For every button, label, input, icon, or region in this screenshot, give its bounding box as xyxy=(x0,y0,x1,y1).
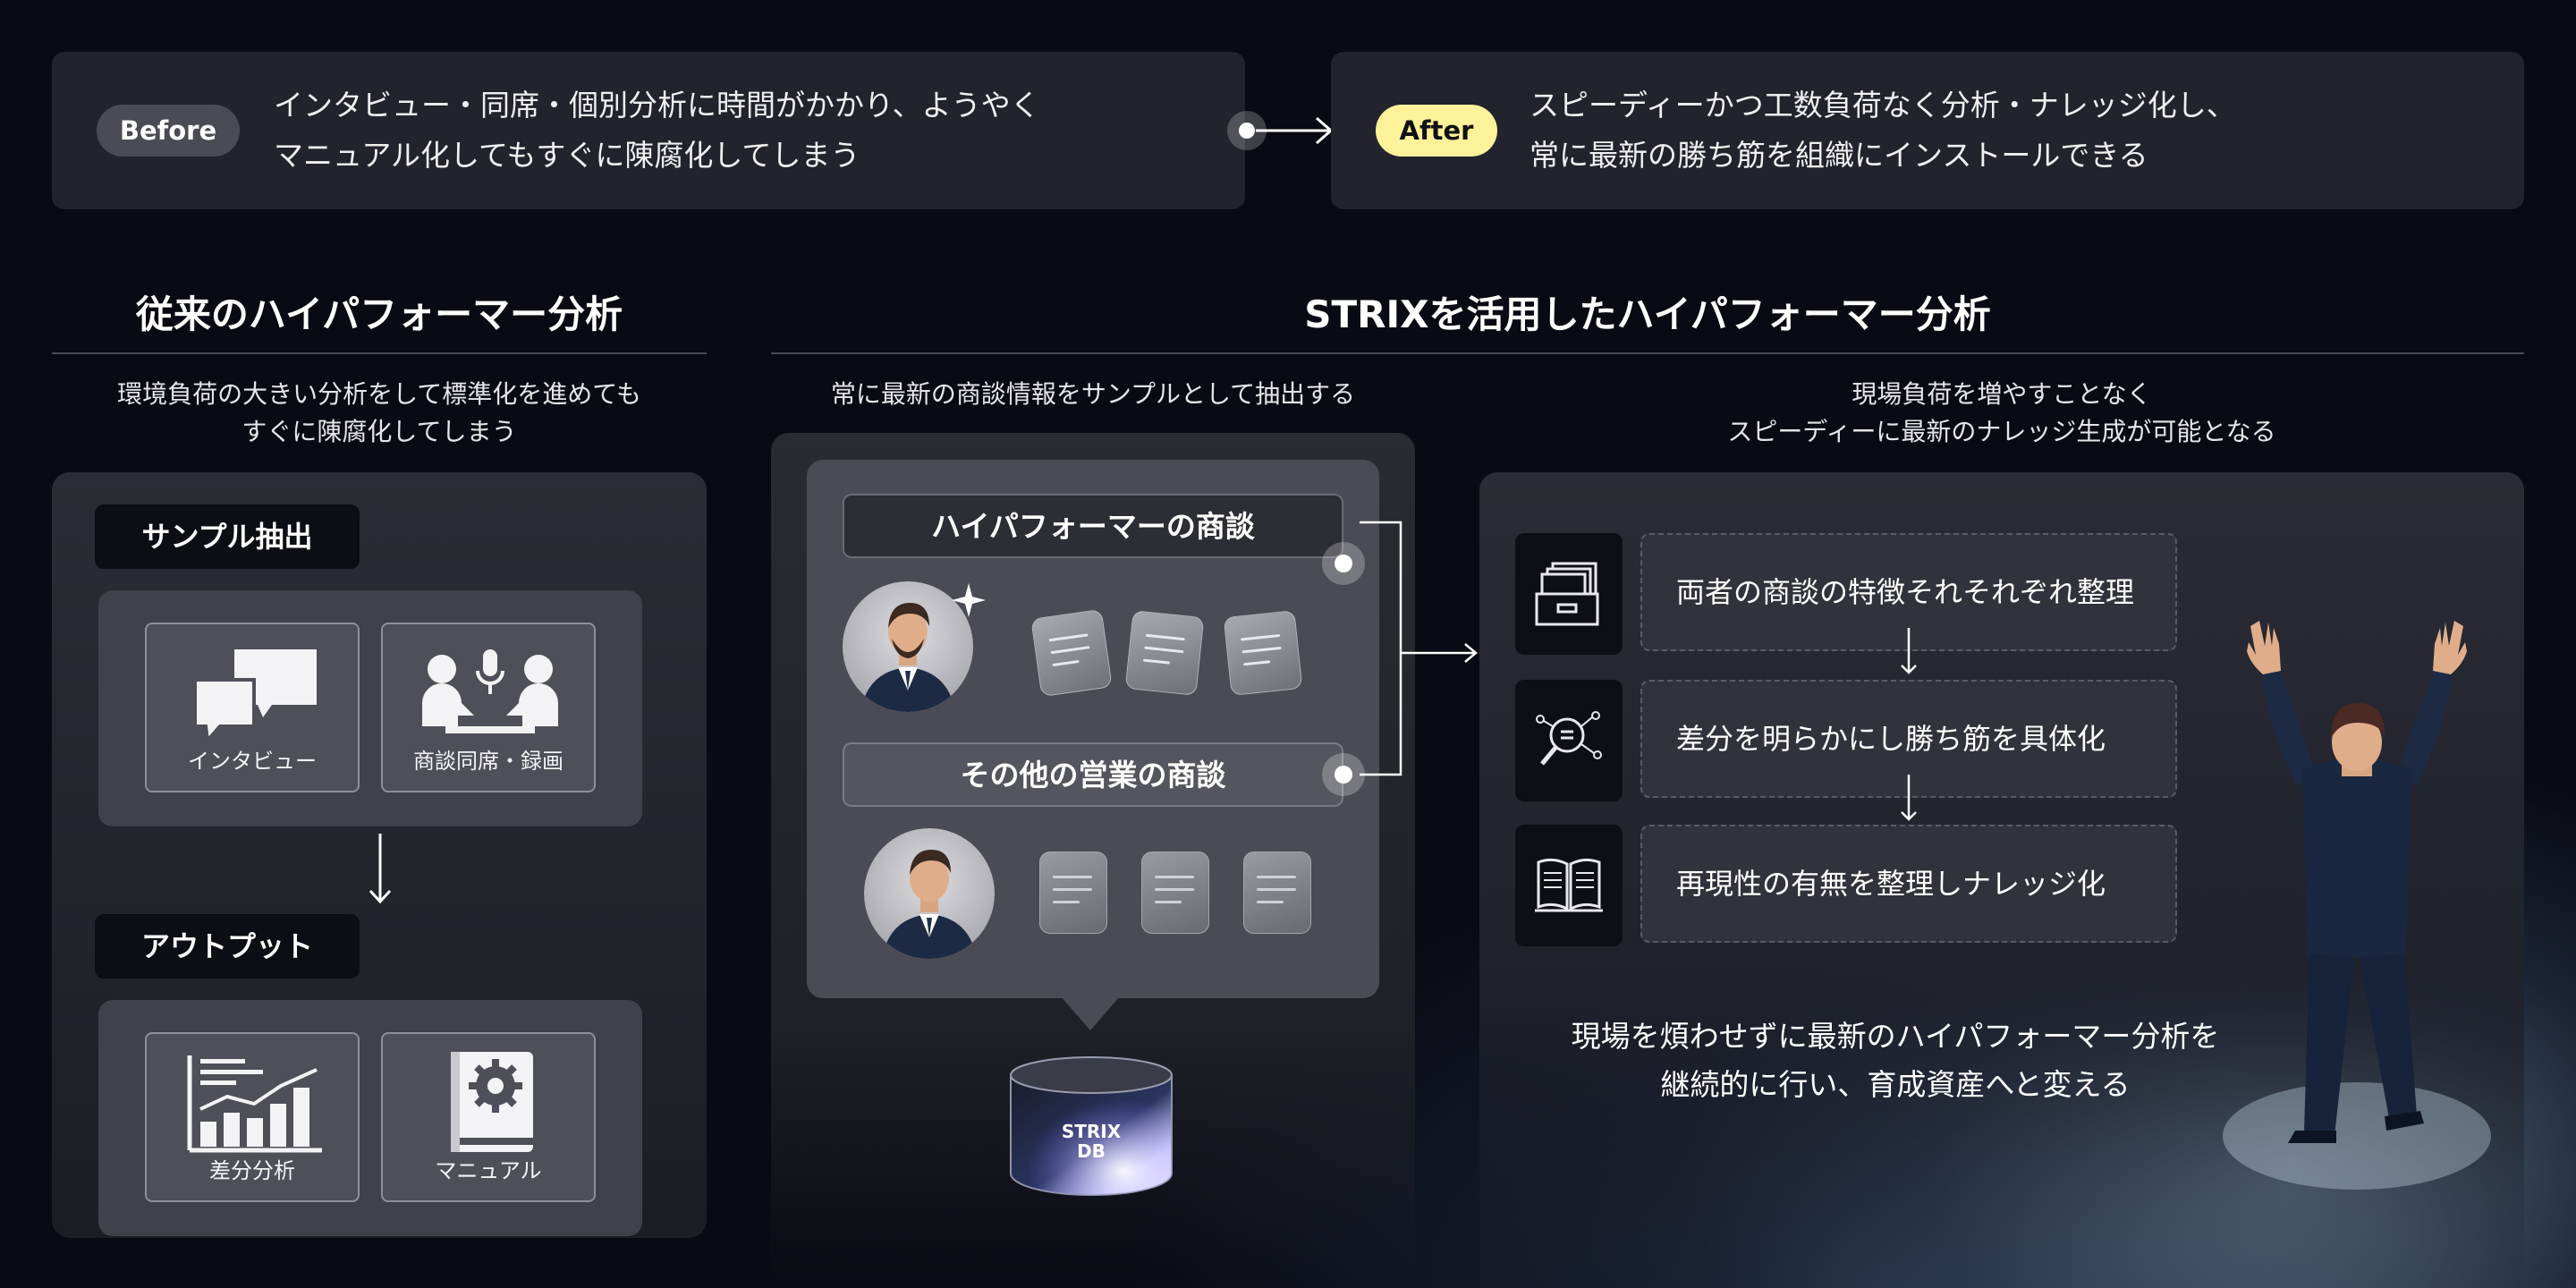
mid-subtitle: 常に最新の商談情報をサンプルとして抽出する xyxy=(830,379,1356,409)
closing-statement: 現場を煩わせずに最新のハイパフォーマー分析を 継続的に行い、育成資産へと変える xyxy=(1571,1019,2220,1102)
bar-chart-icon xyxy=(187,1055,322,1153)
other-sales-connector-dot xyxy=(1322,753,1365,796)
hp-doc-card-1 xyxy=(1030,608,1113,698)
celebrating-businessman-illustration xyxy=(2223,621,2491,1190)
diff-analysis-tile: 差分分析 xyxy=(145,1032,360,1202)
after-badge: After xyxy=(1376,105,1497,157)
step-3-box: 再現性の有無を整理しナレッジ化 xyxy=(1640,825,2177,943)
hp-doc-card-2 xyxy=(1124,610,1205,696)
other-doc-card-1 xyxy=(1039,852,1107,934)
right-section-divider xyxy=(771,352,2524,354)
hp-doc-card-3 xyxy=(1223,610,1303,696)
step-3-icon-box xyxy=(1515,825,1623,946)
down-arrow-icon xyxy=(369,834,392,904)
high-performer-avatar xyxy=(843,581,973,712)
right-subtitle: 現場負荷を増やすことなく スピーディーに最新のナレッジ生成が可能となる xyxy=(1727,379,2276,446)
output-label: アウトプット xyxy=(95,914,360,979)
step-1-icon-box xyxy=(1515,533,1623,655)
step-2-down-arrow xyxy=(1901,775,1917,821)
step-1-down-arrow xyxy=(1901,628,1917,674)
left-section-divider xyxy=(52,352,707,354)
open-book-icon xyxy=(1535,858,1603,912)
left-section-title: 従来のハイパフォーマー分析 xyxy=(135,292,623,336)
step-2-icon-box xyxy=(1515,680,1623,801)
interview-label: インタビュー xyxy=(188,749,317,774)
before-after-arrow xyxy=(1227,111,1334,150)
meeting-microphone-icon xyxy=(422,649,558,733)
speech-bubbles-icon xyxy=(193,649,317,745)
other-sales-meeting-label: その他の営業の商談 xyxy=(843,742,1343,807)
step-1-box: 両者の商談の特徴それそれぞれ整理 xyxy=(1640,533,2177,651)
sparkle-icon xyxy=(952,583,986,617)
high-performer-meeting-label: ハイパフォーマーの商談 xyxy=(843,494,1343,558)
manual-tile: マニュアル xyxy=(381,1032,596,1202)
other-doc-card-2 xyxy=(1141,852,1209,934)
meeting-record-tile: 商談同席・録画 xyxy=(381,623,596,792)
strix-db-cylinder xyxy=(1010,1056,1173,1196)
diff-analysis-label: 差分分析 xyxy=(209,1158,295,1183)
manual-label: マニュアル xyxy=(435,1158,542,1183)
merge-connector-arrow xyxy=(1360,521,1478,776)
sample-extraction-label: サンプル抽出 xyxy=(95,504,360,569)
meeting-record-label: 商談同席・録画 xyxy=(413,749,564,774)
before-card: Before インタビュー・同席・個別分析に時間がかかり、ようやく マニュアル化… xyxy=(52,52,1245,209)
other-sales-avatar xyxy=(864,828,995,959)
before-badge: Before xyxy=(97,105,240,157)
output-items-box: 差分分析 マニュアル xyxy=(98,1000,642,1236)
right-section-title: STRIXを活用したハイパフォーマー分析 xyxy=(1304,292,1991,336)
bubble-pointer xyxy=(1061,996,1120,1030)
before-text: インタビュー・同席・個別分析に時間がかかり、ようやく マニュアル化してもすぐに陳… xyxy=(274,88,1040,173)
other-doc-card-3 xyxy=(1243,852,1311,934)
magnifier-analysis-icon xyxy=(1536,711,1602,766)
traditional-analysis-panel: サンプル抽出 インタビュー 商談同席・録画 ア xyxy=(52,472,707,1238)
file-drawer-icon xyxy=(1535,562,1599,626)
interview-tile: インタビュー xyxy=(145,623,360,792)
strix-db-label: STRIX DB xyxy=(1061,1121,1122,1162)
left-section-subtitle: 環境負荷の大きい分析をして標準化を進めても すぐに陳腐化してしまう xyxy=(117,379,641,446)
manual-gear-book-icon xyxy=(451,1052,533,1152)
after-text: スピーディーかつ工数負荷なく分析・ナレッジ化し、 常に最新の勝ち筋を組織にインス… xyxy=(1530,88,2236,173)
after-card: After スピーディーかつ工数負荷なく分析・ナレッジ化し、 常に最新の勝ち筋を… xyxy=(1331,52,2524,209)
sample-items-box: インタビュー 商談同席・録画 xyxy=(98,590,642,826)
high-performer-connector-dot xyxy=(1322,542,1365,585)
